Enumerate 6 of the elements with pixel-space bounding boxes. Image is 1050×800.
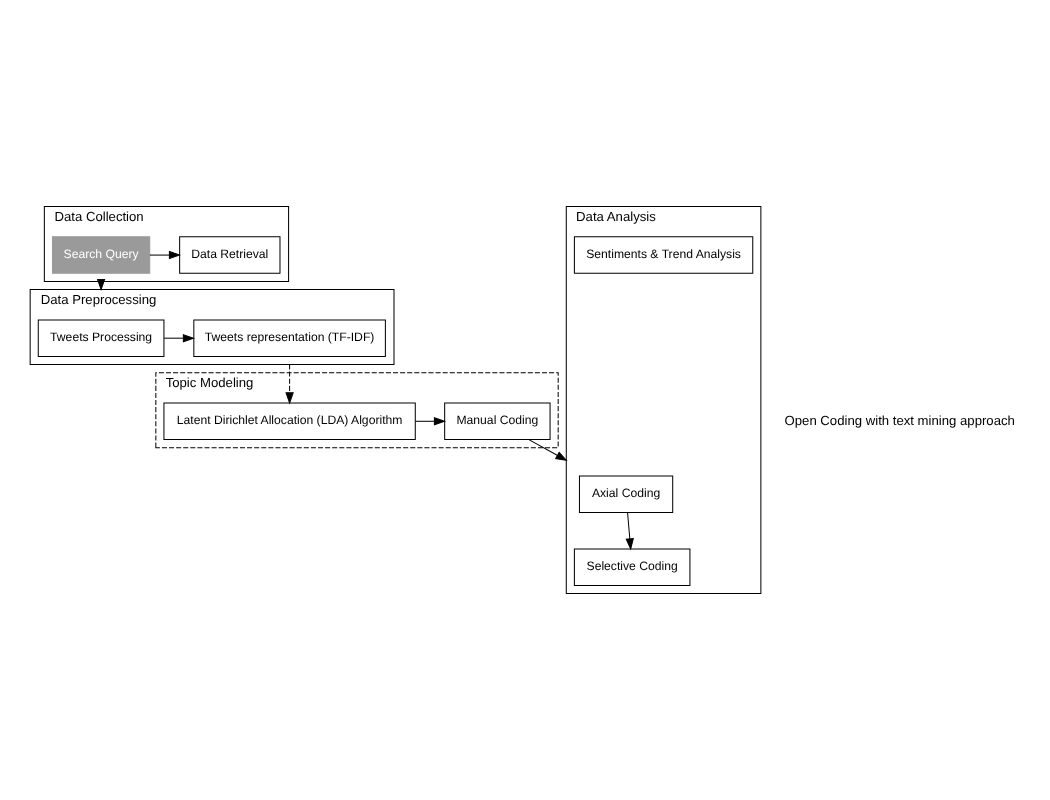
arrow (284, 364, 293, 405)
arrow (148, 250, 181, 260)
arrow (624, 512, 633, 551)
arrow (162, 333, 194, 343)
arrow (527, 439, 567, 461)
arrow (413, 417, 446, 426)
